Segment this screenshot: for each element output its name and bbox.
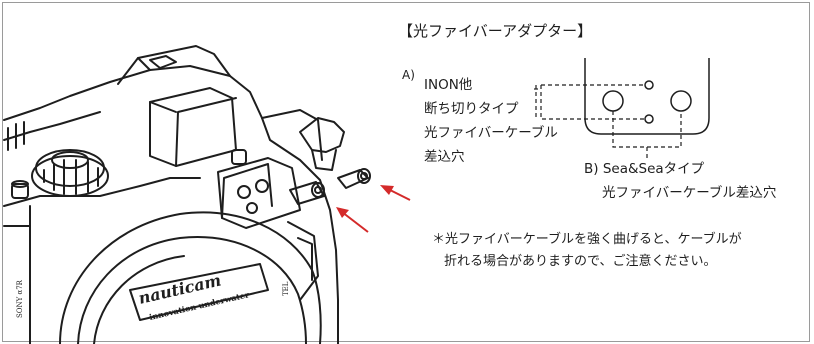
callout-a-marker: A) [402,68,415,82]
callout-a-line: 光ファイバーケーブル [424,125,558,141]
svg-text:TEL: TEL [282,281,290,296]
callout-a-line: INON他 [424,77,473,93]
caution-note-line: ＊光ファイバーケーブルを強く曲げると、ケーブルが [432,232,742,247]
page-title: 【光ファイバーアダプター】 [398,22,593,40]
svg-text:SONY α7R: SONY α7R [16,279,24,318]
callout-a-line: 断ち切りタイプ [424,101,519,117]
callout-b-line: B) Sea&Seaタイプ [584,161,705,177]
callout-a-line: 差込穴 [424,149,465,165]
caution-note-line: 折れる場合がありますので、ご注意ください。 [444,254,717,269]
callout-b-line: 光ファイバーケーブル差込穴 [602,185,777,201]
